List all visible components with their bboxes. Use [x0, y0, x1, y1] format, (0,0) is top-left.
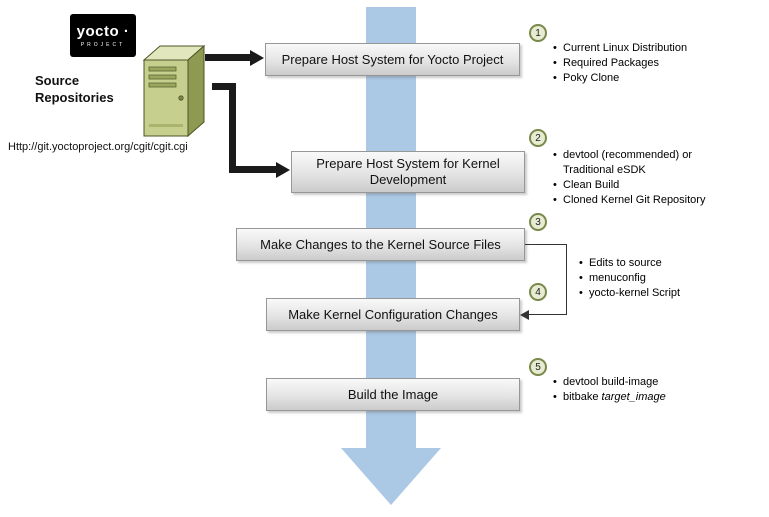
- step-number-2: 2: [529, 129, 547, 147]
- step-box-build-image: Build the Image: [266, 378, 520, 411]
- step-box-make-config-changes: Make Kernel Configuration Changes: [266, 298, 520, 331]
- bullet-item: yocto-kernel Script: [578, 286, 748, 301]
- step3-4-shared-bullets: Edits to source menuconfig yocto-kernel …: [578, 256, 748, 301]
- yocto-logo: yocto · PROJECT: [70, 14, 136, 57]
- bullet-item: devtool (recommended) or Traditional eSD…: [552, 148, 752, 178]
- source-repositories-url: Http://git.yoctoproject.org/cgit/cgit.cg…: [8, 141, 188, 153]
- step-box-prepare-host-kernel: Prepare Host System for Kernel Developme…: [291, 151, 525, 193]
- step-number-4: 4: [529, 283, 547, 301]
- step5-bullets: devtool build-image bitbake target_image: [552, 375, 752, 405]
- step1-bullets: Current Linux Distribution Required Pack…: [552, 41, 752, 86]
- connector-step2-arrowhead-icon: [276, 162, 290, 178]
- bullet-item: Edits to source: [578, 256, 748, 271]
- connector-server-to-step1: [205, 54, 251, 61]
- bracket-line-to-step4: [529, 314, 567, 315]
- bracket-line-vertical: [566, 244, 567, 315]
- bullet-item: Clean Build: [552, 178, 752, 193]
- yocto-logo-subtext: PROJECT: [80, 41, 126, 48]
- source-repositories-label: Source Repositories: [35, 73, 114, 105]
- source-repositories-server-icon: [142, 44, 206, 138]
- bullet-text: bitbake: [563, 391, 602, 403]
- step-number-3: 3: [529, 213, 547, 231]
- step-box-prepare-host-yocto: Prepare Host System for Yocto Project: [265, 43, 520, 76]
- bullet-text-italic: target_image: [601, 391, 666, 403]
- bullet-item: Cloned Kernel Git Repository: [552, 193, 752, 208]
- connector-horizontal: [229, 166, 277, 173]
- yocto-logo-text: yocto ·: [76, 22, 130, 40]
- connector-vertical: [229, 83, 236, 173]
- bracket-step4-arrowhead-icon: [520, 310, 529, 320]
- bullet-item: bitbake target_image: [552, 390, 752, 405]
- bracket-line-from-step3: [525, 244, 567, 245]
- bullet-item: Poky Clone: [552, 71, 752, 86]
- connector-step1-arrowhead-icon: [250, 50, 264, 66]
- step-number-5: 5: [529, 358, 547, 376]
- bullet-item: menuconfig: [578, 271, 748, 286]
- step2-bullets: devtool (recommended) or Traditional eSD…: [552, 148, 752, 208]
- bullet-item: devtool build-image: [552, 375, 752, 390]
- step-box-make-source-changes: Make Changes to the Kernel Source Files: [236, 228, 525, 261]
- connector-server-stub: [212, 83, 236, 90]
- step-number-1: 1: [529, 24, 547, 42]
- bullet-item: Current Linux Distribution: [552, 41, 752, 56]
- bullet-item: Required Packages: [552, 56, 752, 71]
